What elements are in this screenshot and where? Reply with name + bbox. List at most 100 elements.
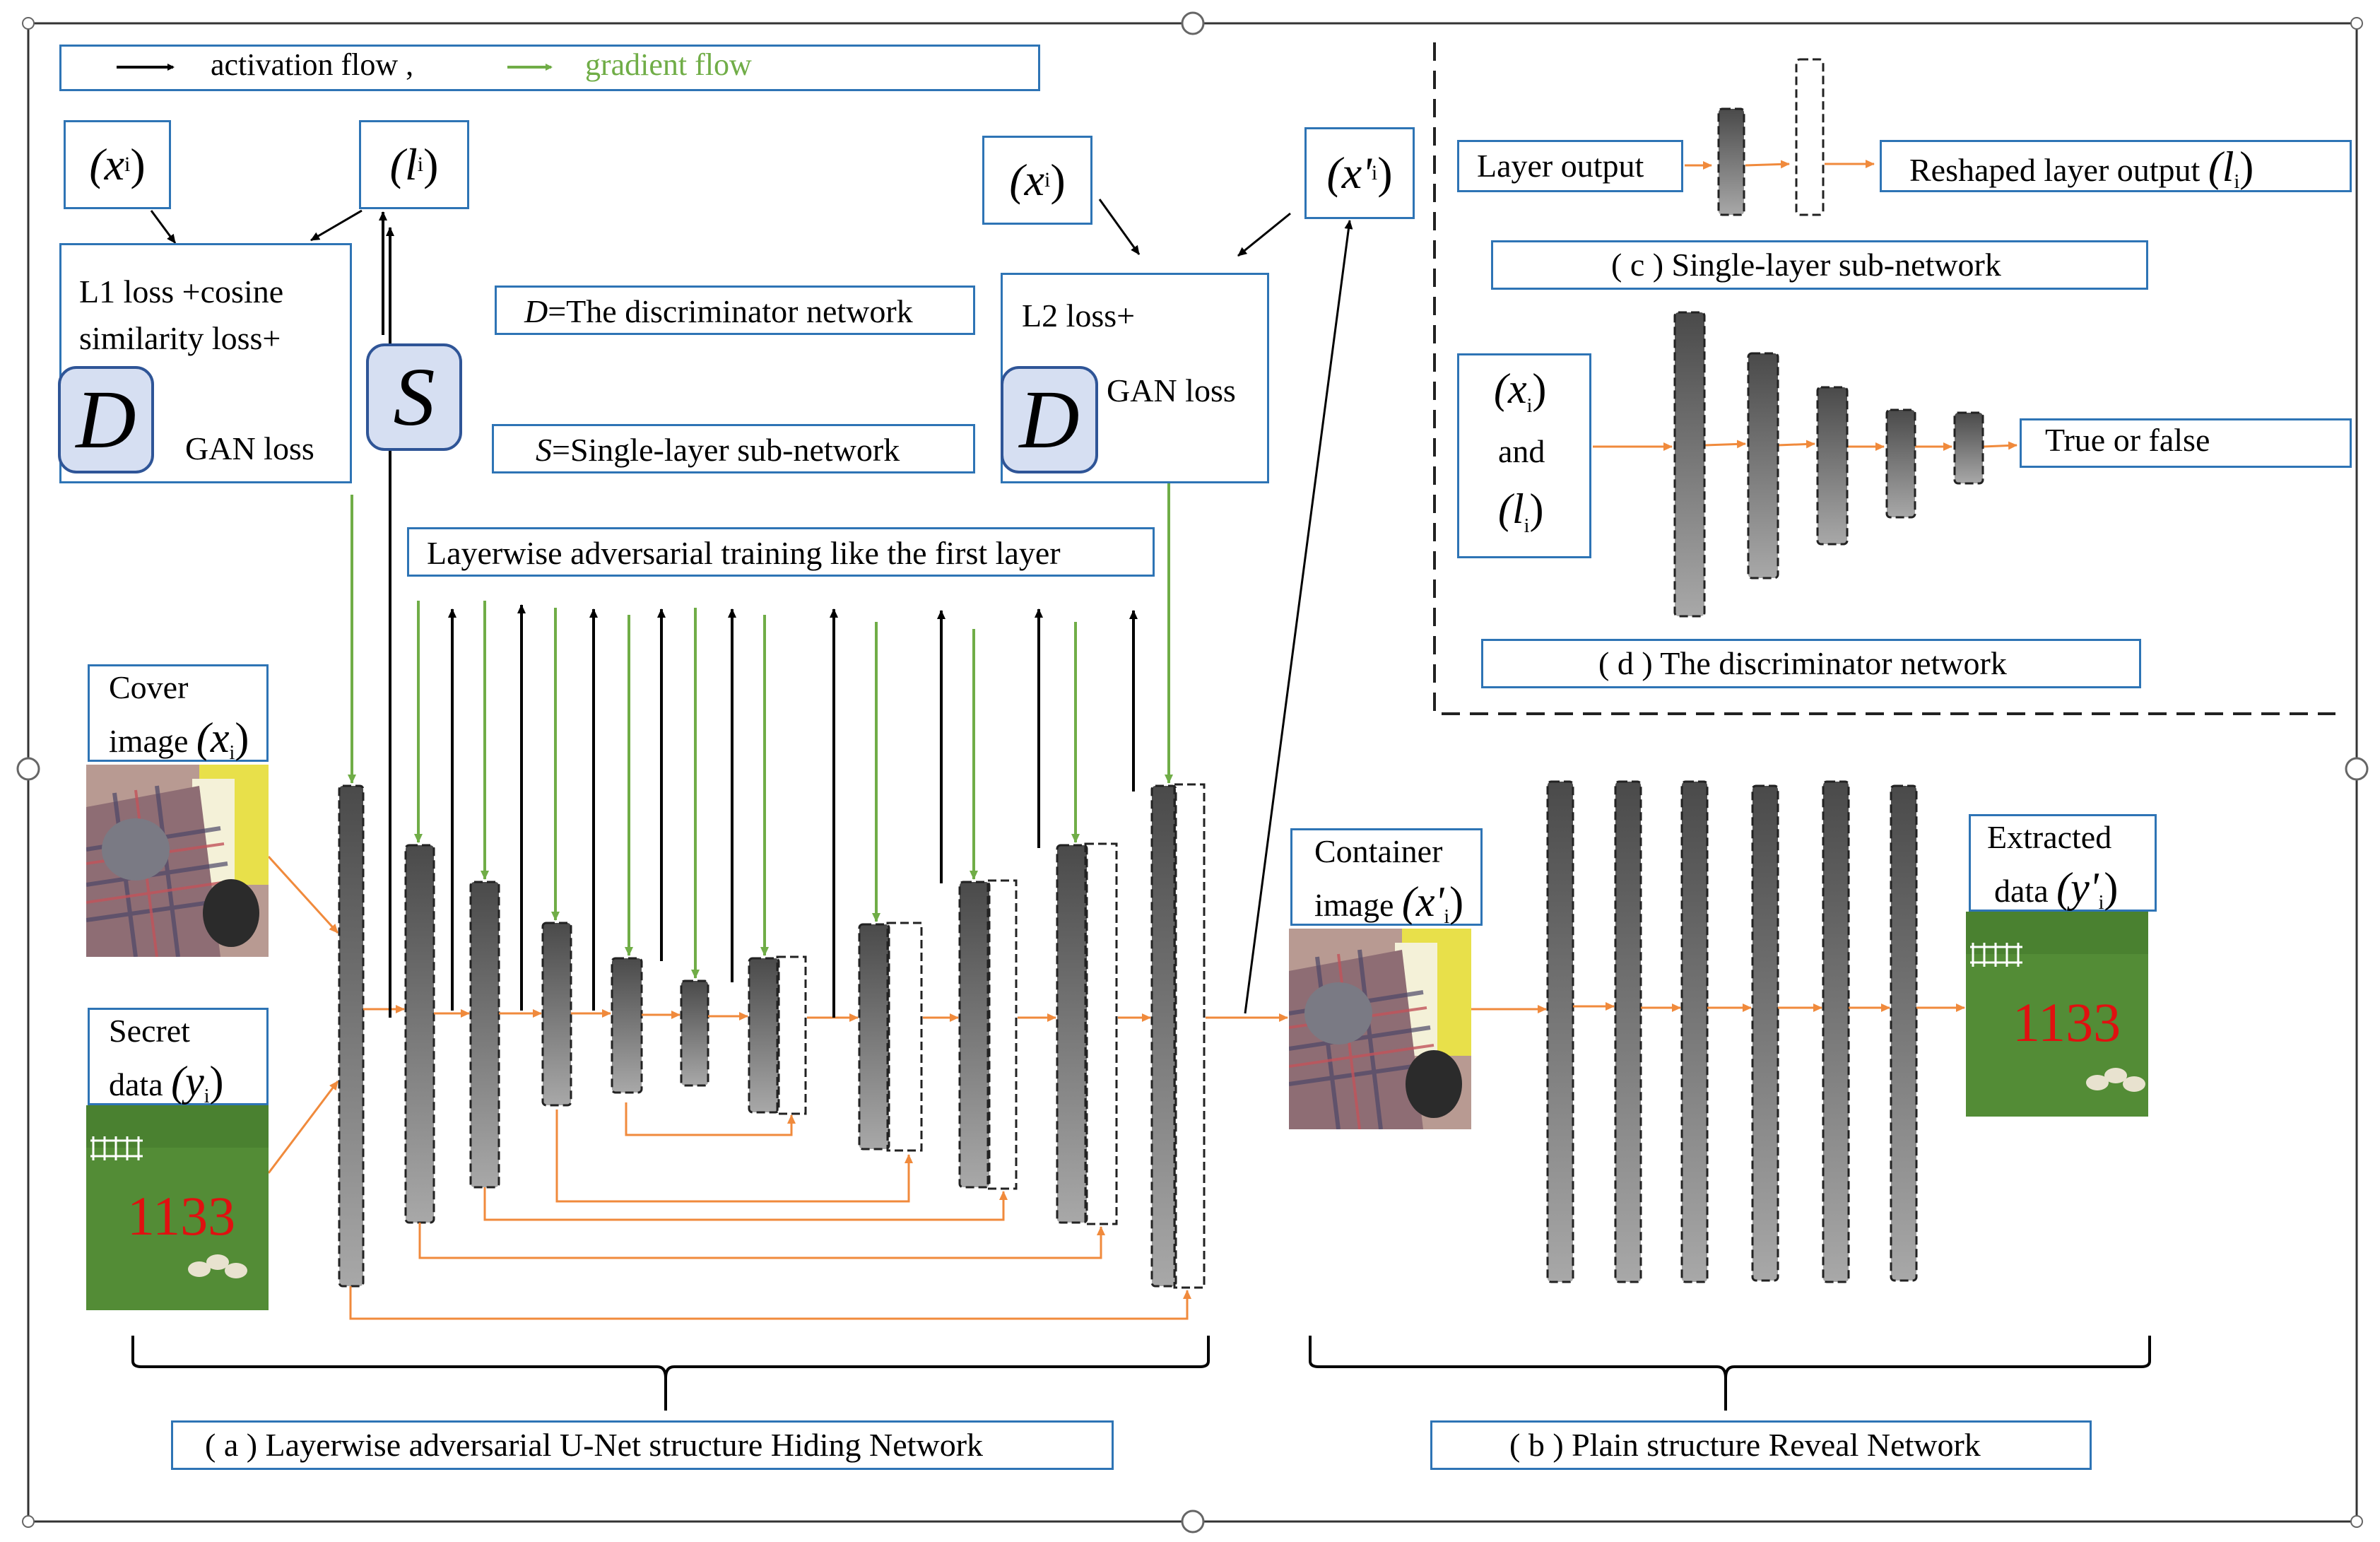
s-def-text: =Single-layer sub-network (552, 432, 900, 468)
right-xi-to-loss (1098, 199, 1141, 255)
unet-layer-7 (748, 957, 780, 1114)
reshaped-symbol: (l (2208, 143, 2234, 190)
legend-arrows (117, 64, 553, 71)
reshaped-text: Reshaped layer output (1909, 152, 2201, 188)
extracted-image-art (1966, 912, 2148, 1117)
right-xi-sub: i (1044, 168, 1051, 192)
unet-layer-9 (958, 881, 991, 1189)
disc-x-sub: i (1526, 395, 1533, 417)
brace-b (1309, 1336, 2151, 1411)
right-xip-box: (x'i) (1304, 127, 1415, 219)
disc-input-x: (xi) (1494, 365, 1547, 417)
cover-word-image: image (109, 723, 189, 759)
cover-image-art (86, 765, 269, 957)
frame-corner-tl (22, 17, 35, 30)
unet-layer-5 (611, 957, 643, 1094)
left-discriminator-badge: D (58, 366, 154, 473)
frame-handle-right (2345, 757, 2369, 781)
unet-layer-1 (338, 784, 365, 1288)
panel-c-caption-box (1491, 240, 2148, 290)
cover-line2: image (xi) (109, 714, 249, 765)
secret-line2: data (yi) (109, 1058, 224, 1108)
secret-image-art (86, 1105, 269, 1310)
disc-input-l: (li) (1498, 485, 1544, 537)
layerwise-label: Layerwise adversarial training like the … (427, 535, 1061, 571)
unet-layer-9-concat (986, 879, 1018, 1190)
left-li-symbol: (l (389, 139, 418, 189)
xi-to-left-loss (150, 210, 177, 244)
reveal-layer-2 (1614, 780, 1642, 1283)
braces (131, 1336, 2151, 1411)
layerwise-box (407, 527, 1155, 577)
subnetwork-badge: S (366, 343, 462, 451)
d-def-text: =The discriminator network (548, 293, 913, 329)
container-sub: i (1444, 906, 1450, 929)
unet-layer-11 (1150, 784, 1177, 1288)
true-false-label: True or false (2045, 422, 2210, 458)
secret-line1: Secret (109, 1013, 190, 1049)
frame-corner-bl (22, 1515, 35, 1528)
d-layer-5 (1953, 411, 1984, 485)
left-xi-sub: i (124, 153, 131, 176)
d-def-symbol: D (524, 293, 548, 329)
cover-symbol: (x (196, 714, 230, 761)
cover-label-box (88, 664, 269, 762)
panel-d-caption: ( d ) The discriminator network (1598, 645, 2007, 681)
disc-input-box (1457, 353, 1591, 558)
s-definition: S=Single-layer sub-network (536, 434, 900, 466)
layer-output-label: Layer output (1477, 148, 1644, 184)
unet-layer-8 (858, 923, 890, 1150)
container-word-image: image (1314, 887, 1394, 923)
secret-image: 1133 (86, 1105, 269, 1310)
caption-b-box (1430, 1420, 2092, 1470)
reveal-layer-3 (1680, 780, 1709, 1283)
legend-gradient-label: gradient flow (585, 47, 752, 82)
secret-word-data: data (109, 1066, 163, 1102)
left-loss-line2: similarity loss+ (79, 320, 281, 356)
left-xi-symbol: (x (89, 139, 125, 189)
panel-c-caption: ( c ) Single-layer sub-network (1611, 247, 2001, 283)
d-layer-1 (1673, 311, 1706, 618)
unet-layer-10-concat (1084, 842, 1118, 1225)
panel-cd-border (1433, 42, 2335, 715)
secret-to-unet (267, 1081, 339, 1174)
brace-a (131, 1336, 1210, 1411)
right-xip-symbol: (x' (1326, 148, 1372, 198)
li-to-left-loss (310, 209, 363, 242)
right-xi-symbol: (x (1009, 155, 1045, 205)
secret-sub: i (204, 1085, 210, 1108)
secret-label-box (88, 1008, 269, 1105)
frame-corner-tr (2350, 17, 2363, 30)
c-mid-arrow (1745, 160, 1790, 169)
right-loss-line1: L2 loss+ (1022, 298, 1136, 334)
skip-connection-2 (555, 1110, 913, 1203)
d-layer-4 (1885, 408, 1916, 519)
extracted-line1: Extracted (1987, 819, 2112, 855)
reveal-layer-5 (1822, 780, 1850, 1283)
cover-image (86, 765, 269, 957)
container-line2: image (x'i) (1314, 878, 1464, 929)
extracted-line2: data (y'i) (1994, 864, 2119, 914)
caption-b: ( b ) Plain structure Reveal Network (1509, 1427, 1981, 1463)
unet-layer-6 (680, 979, 709, 1087)
disc-x-symbol: (x (1494, 365, 1527, 412)
s-definition-box (492, 424, 975, 473)
frame-handle-left (16, 757, 40, 781)
skip-connection-4 (418, 1223, 1105, 1259)
skip-connection-5 (349, 1286, 1191, 1320)
d-definition-box (495, 286, 975, 335)
right-d-symbol: D (1019, 373, 1080, 466)
d-arrow-2 (1777, 440, 1815, 449)
layer-output-box (1457, 140, 1683, 192)
d-arrow-1 (1704, 440, 1746, 449)
true-false-box (2020, 418, 2352, 468)
right-discriminator-badge: D (1001, 366, 1098, 473)
hiding-network-blocks (338, 783, 1206, 1289)
extracted-label-box (1969, 814, 2157, 912)
disc-l-sub: i (1524, 515, 1530, 537)
extracted-number: 1133 (2013, 991, 2121, 1053)
secret-symbol: (y (171, 1058, 204, 1105)
left-loss-line1: L1 loss +cosine (79, 273, 284, 310)
